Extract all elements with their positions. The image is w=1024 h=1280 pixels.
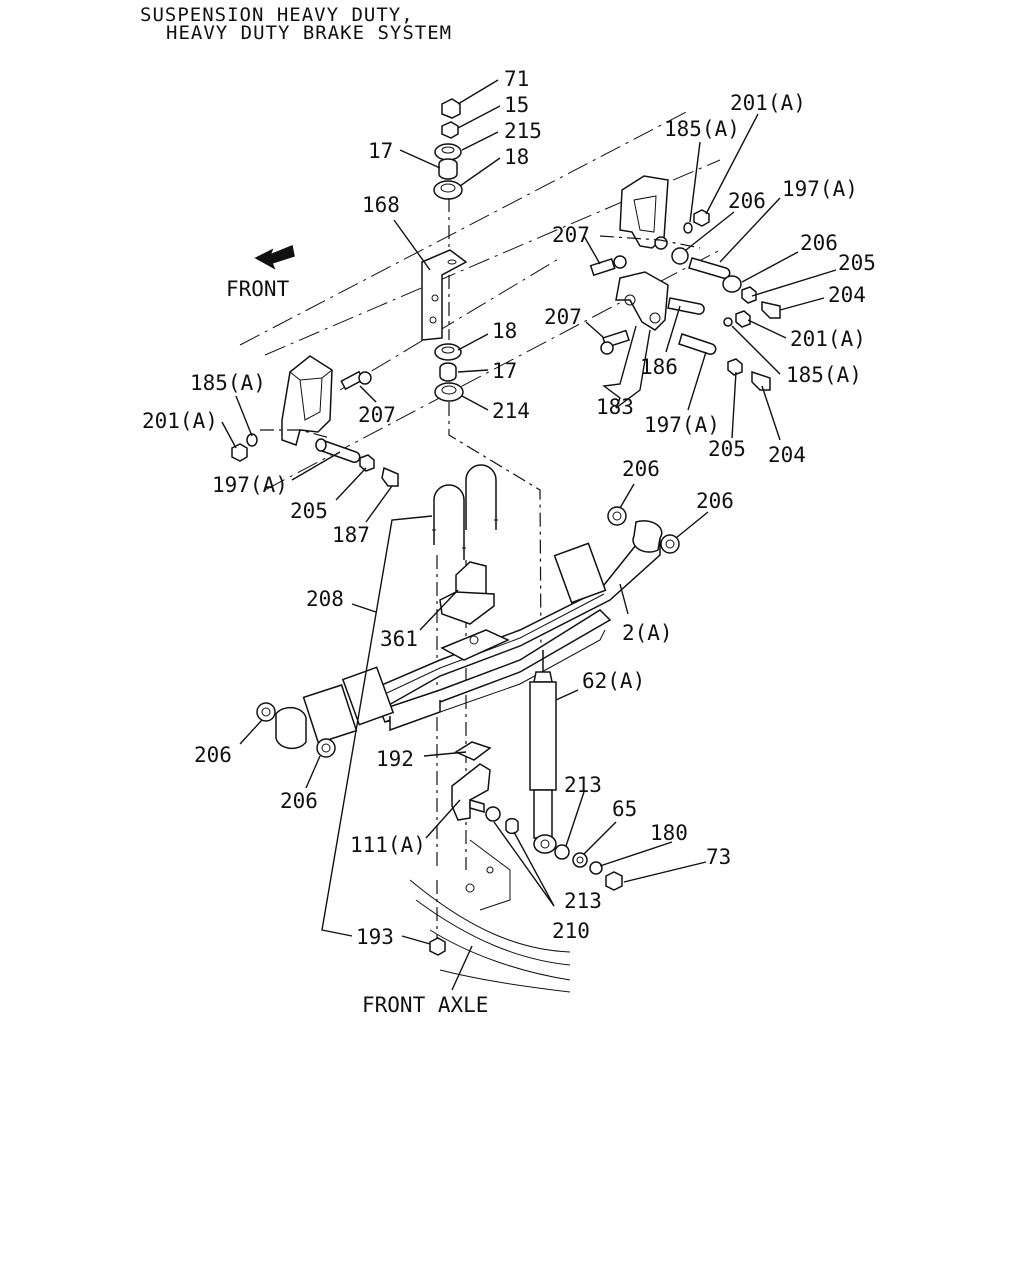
callout-214: 214 xyxy=(492,399,530,423)
callout-210: 210 xyxy=(552,919,590,943)
callout-185a-left: 185(A) xyxy=(190,371,266,395)
callout-207-shackle: 207 xyxy=(544,305,582,329)
callout-201a-shackle: 201(A) xyxy=(790,327,866,351)
callout-168: 168 xyxy=(362,193,400,217)
callout-186: 186 xyxy=(640,355,678,379)
callout-205-right: 205 xyxy=(838,251,876,275)
callout-206-spring-rear-1: 206 xyxy=(622,457,660,481)
leaf-spring xyxy=(341,520,663,732)
shock-absorber xyxy=(529,650,623,891)
callout-197a-upper-right: 197(A) xyxy=(782,177,858,201)
spring-front-shackle xyxy=(256,506,680,758)
callout-204-right: 204 xyxy=(828,283,866,307)
front-direction-label: FRONT xyxy=(226,277,290,301)
callout-17-top: 17 xyxy=(368,139,393,163)
callout-207-upper-right: 207 xyxy=(552,223,590,247)
callout-206-spring-rear-2: 206 xyxy=(696,489,734,513)
callout-197a-shackle: 197(A) xyxy=(644,413,720,437)
callout-207-left: 207 xyxy=(358,403,396,427)
callout-213-upper: 213 xyxy=(564,773,602,797)
front-arrow-icon xyxy=(254,244,295,270)
callout-18-top: 18 xyxy=(504,145,529,169)
callout-2a: 2(A) xyxy=(622,621,673,645)
callout-361: 361 xyxy=(380,627,418,651)
bolt-stack-top xyxy=(433,98,463,255)
lower-shock-bracket xyxy=(451,741,519,835)
callout-180: 180 xyxy=(650,821,688,845)
shackle-183 xyxy=(600,271,771,391)
callout-215: 215 xyxy=(504,119,542,143)
left-hanger-bracket xyxy=(231,355,399,487)
callout-206-spring-front-1: 206 xyxy=(194,743,232,767)
callout-192: 192 xyxy=(376,747,414,771)
diagram-title-line-2: HEAVY DUTY BRAKE SYSTEM xyxy=(166,22,453,44)
callout-185a-upper-right: 185(A) xyxy=(664,117,740,141)
leader-lines xyxy=(221,79,837,991)
callout-206-upper-right: 206 xyxy=(728,189,766,213)
callout-15: 15 xyxy=(504,93,529,117)
callout-206-spring-front-2: 206 xyxy=(280,789,318,813)
callout-205-shackle: 205 xyxy=(708,437,746,461)
callout-208: 208 xyxy=(306,587,344,611)
callout-201a-left: 201(A) xyxy=(142,409,218,433)
callout-62a: 62(A) xyxy=(582,669,645,693)
right-hanger-bracket xyxy=(589,175,781,319)
diagram-title-line-1: SUSPENSION HEAVY DUTY, xyxy=(140,4,414,26)
callout-18-mid: 18 xyxy=(492,319,517,343)
callout-65: 65 xyxy=(612,797,637,821)
front-axle xyxy=(409,839,571,993)
callout-197a-left: 197(A) xyxy=(212,473,288,497)
callout-187: 187 xyxy=(332,523,370,547)
callout-204-shackle: 204 xyxy=(768,443,806,467)
callout-193: 193 xyxy=(356,925,394,949)
callout-labels: 71 15 215 17 18 168 18 17 214 201(A) 185… xyxy=(142,67,876,949)
callout-17-mid: 17 xyxy=(492,359,517,383)
callout-185a-shackle: 185(A) xyxy=(786,363,862,387)
callout-213-lower: 213 xyxy=(564,889,602,913)
u-bolts-208 xyxy=(432,464,498,870)
callout-206-right: 206 xyxy=(800,231,838,255)
bushing-stack-mid xyxy=(434,343,542,651)
front-axle-label: FRONT AXLE xyxy=(362,993,488,1017)
callout-205-left: 205 xyxy=(290,499,328,523)
callout-201a-upper-right: 201(A) xyxy=(730,91,806,115)
callout-111a: 111(A) xyxy=(350,833,426,857)
callout-183: 183 xyxy=(596,395,634,419)
bracket-168 xyxy=(421,249,468,341)
callout-71: 71 xyxy=(504,67,529,91)
callout-73: 73 xyxy=(706,845,731,869)
bump-stop-361 xyxy=(439,561,495,625)
